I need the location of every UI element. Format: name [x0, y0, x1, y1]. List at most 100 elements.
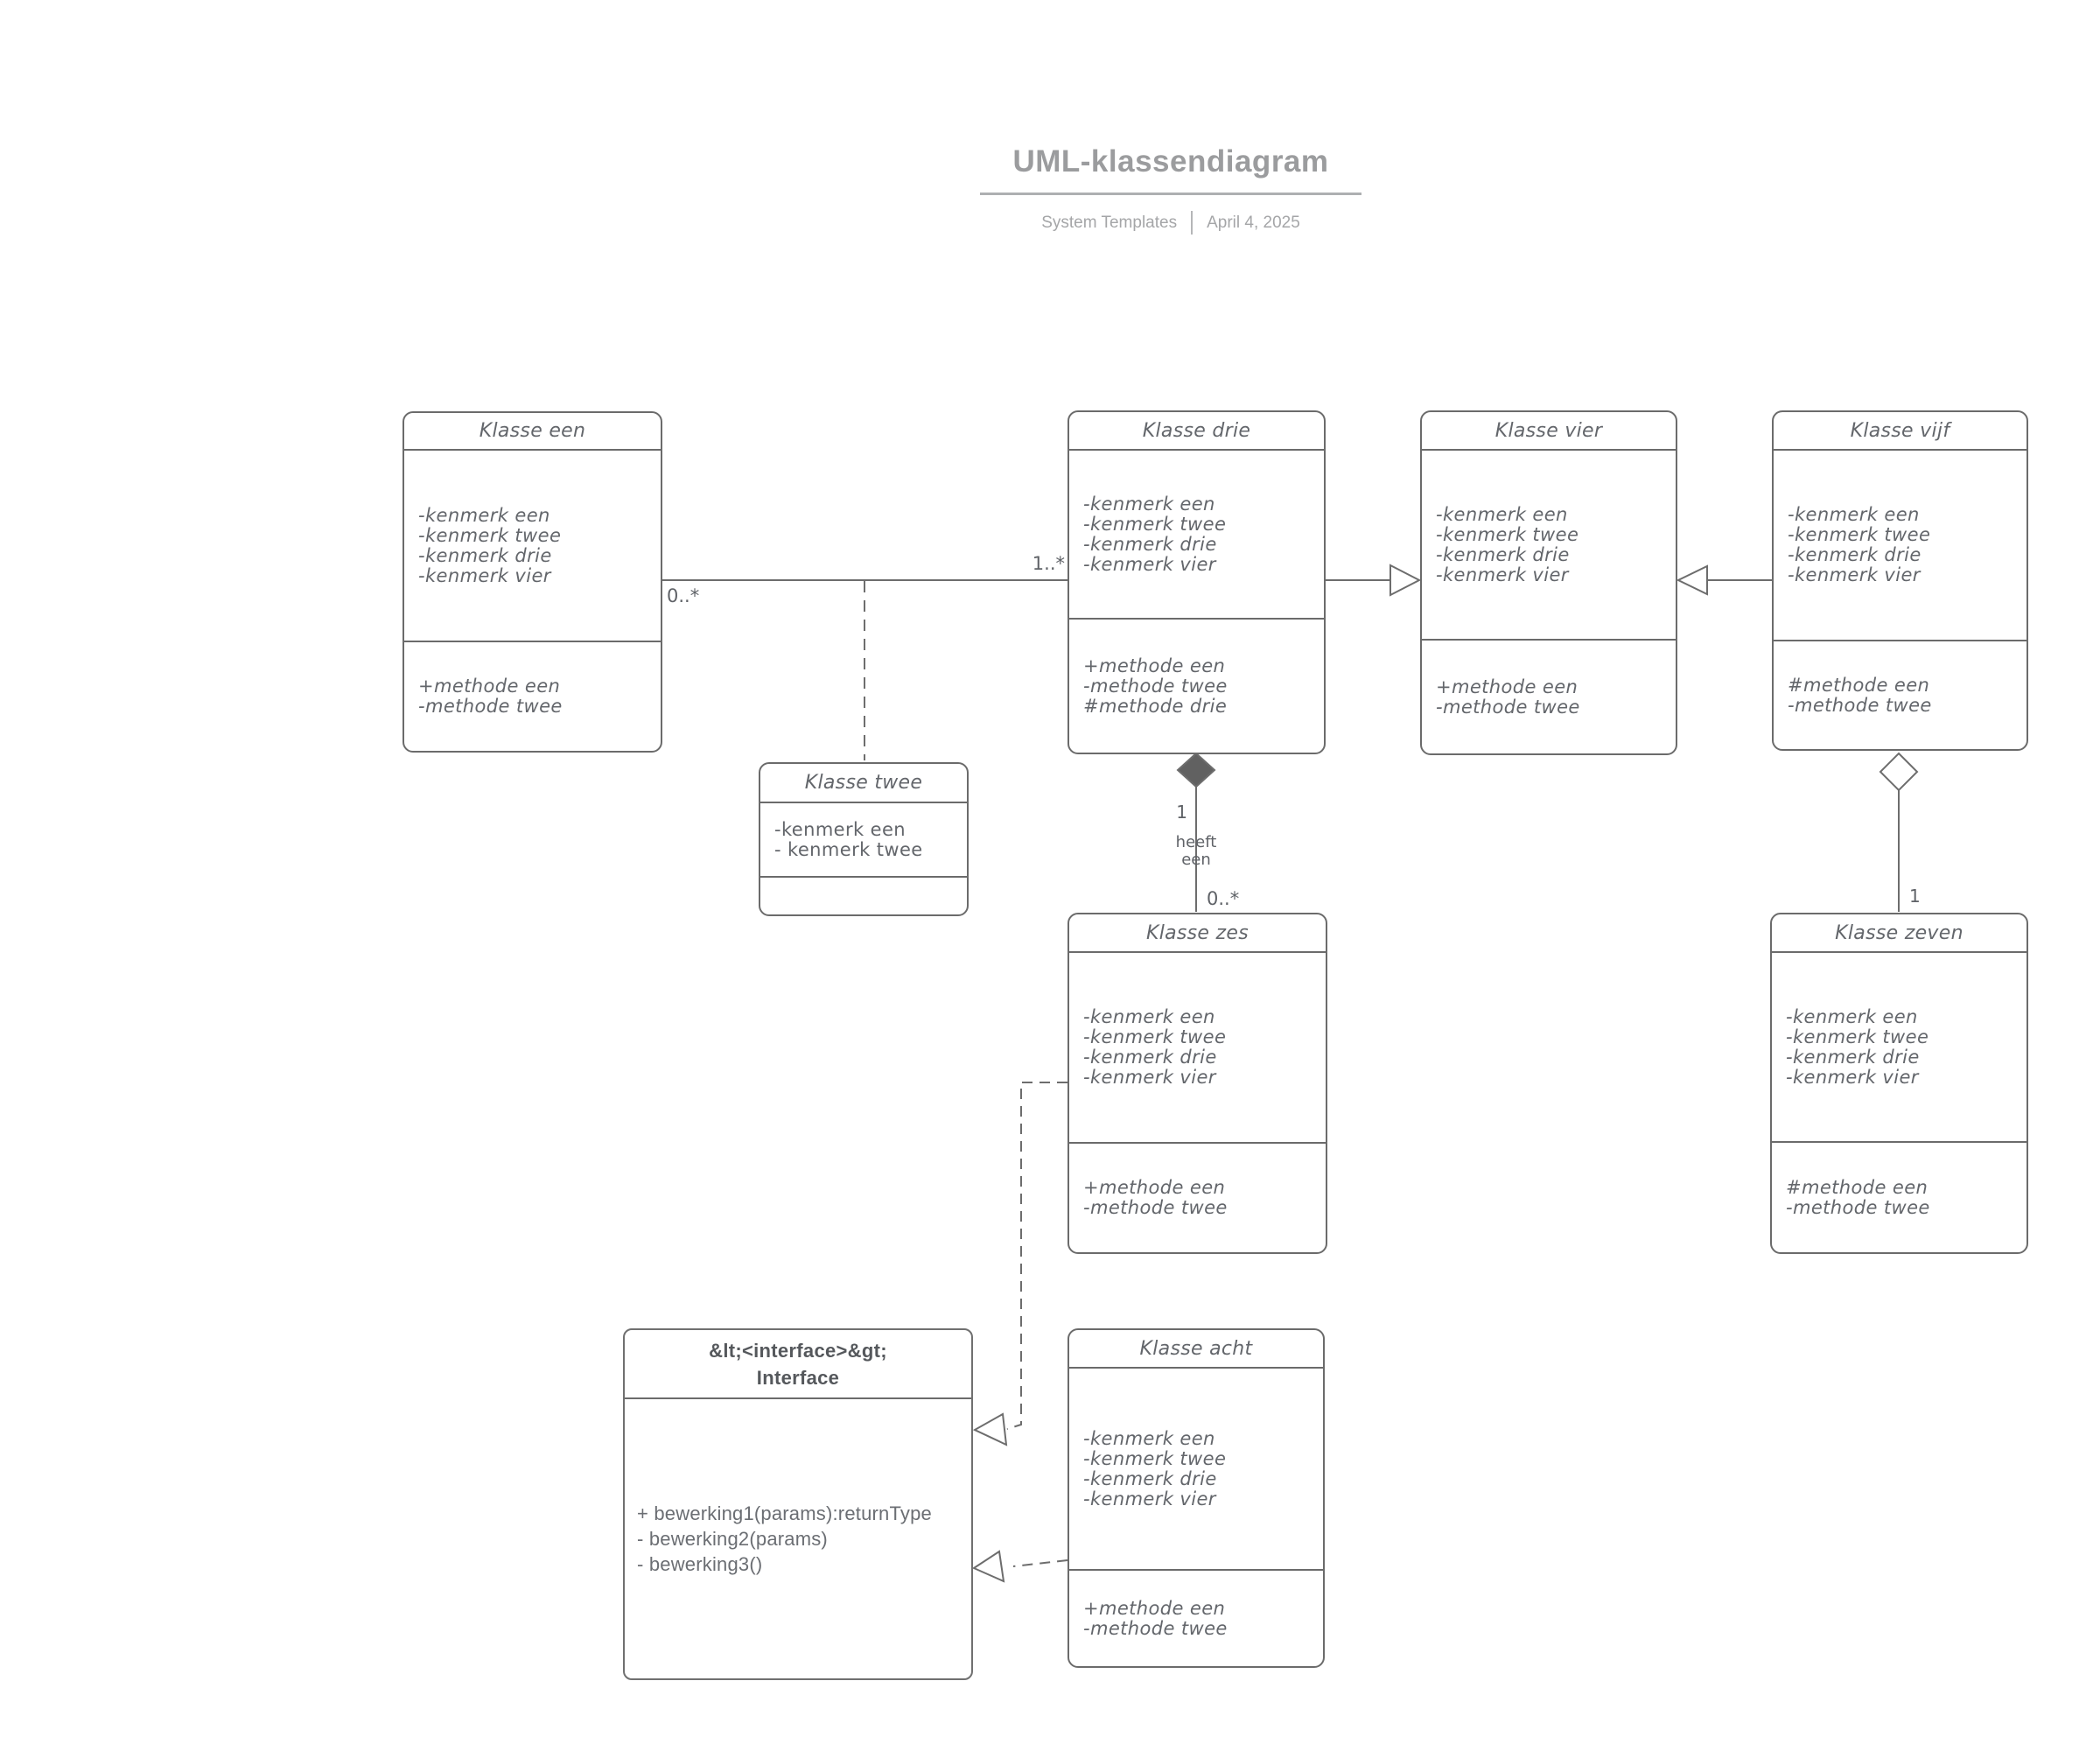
class-title: Klasse drie	[1069, 412, 1324, 451]
attribute: -kenmerk twee	[1786, 1026, 1929, 1047]
attribute: -kenmerk twee	[1083, 1447, 1227, 1469]
attribute: -kenmerk drie	[1786, 1046, 1920, 1068]
method: +methode een	[1083, 655, 1226, 676]
attribute: -kenmerk twee	[1788, 524, 1931, 545]
generalization-drie-vier[interactable]	[1326, 564, 1422, 597]
method: +methode een	[1083, 1177, 1226, 1198]
hollow-triangle-arrowhead	[971, 1550, 1005, 1583]
realization-zes-interface[interactable]	[972, 1082, 1068, 1446]
attribute: -kenmerk een	[1788, 504, 1920, 525]
attributes-compartment: -kenmerk een -kenmerk twee -kenmerk drie…	[1069, 953, 1326, 1144]
attributes-compartment: -kenmerk een - kenmerk twee	[760, 803, 967, 878]
hollow-triangle-arrowhead	[972, 1412, 1008, 1446]
method: -methode twee	[1083, 1197, 1228, 1218]
aggregation-vijf-zeven[interactable]	[1879, 752, 1919, 912]
methods-compartment: +methode een -methode twee	[1422, 641, 1676, 753]
class-box-klasse-twee[interactable]: Klasse twee -kenmerk een - kenmerk twee	[759, 762, 969, 916]
class-title: Klasse zes	[1069, 914, 1326, 953]
class-title: Klasse acht	[1069, 1330, 1323, 1369]
method: -methode twee	[1083, 1617, 1228, 1639]
attribute: -kenmerk vier	[1788, 564, 1921, 585]
method: -methode twee	[1436, 696, 1580, 718]
methods-compartment: +methode een -methode twee	[404, 642, 661, 751]
class-title: Klasse een	[404, 413, 661, 451]
method: -methode twee	[1788, 694, 1932, 716]
attribute: -kenmerk drie	[1083, 1047, 1217, 1068]
hollow-diamond	[1879, 752, 1919, 792]
attribute: -kenmerk vier	[418, 564, 551, 586]
attributes-compartment: -kenmerk een -kenmerk twee -kenmerk drie…	[404, 451, 661, 642]
class-box-klasse-vier[interactable]: Klasse vier -kenmerk een -kenmerk twee -…	[1420, 410, 1677, 755]
attribute: -kenmerk vier	[1436, 564, 1569, 585]
hollow-triangle-arrowhead	[1390, 564, 1422, 597]
method: +methode een	[418, 676, 561, 697]
attribute: -kenmerk een	[774, 818, 906, 840]
attribute: -kenmerk een	[418, 504, 550, 526]
attribute: -kenmerk een	[1083, 493, 1215, 515]
class-box-klasse-een[interactable]: Klasse een -kenmerk een -kenmerk twee -k…	[402, 411, 662, 753]
operation: + bewerking1(params):returnType	[637, 1502, 932, 1524]
multiplicity-label-een-side: 0..*	[667, 585, 700, 606]
diagram-subtitle: System Templates April 4, 2025	[1041, 211, 1300, 235]
class-box-klasse-drie[interactable]: Klasse drie -kenmerk een -kenmerk twee -…	[1068, 410, 1326, 754]
attribute: -kenmerk een	[1436, 503, 1568, 525]
attribute: -kenmerk drie	[1083, 533, 1217, 555]
class-box-klasse-vijf[interactable]: Klasse vijf -kenmerk een -kenmerk twee -…	[1772, 410, 2028, 751]
attribute: -kenmerk twee	[1083, 1026, 1227, 1047]
attribute: -kenmerk vier	[1786, 1066, 1919, 1088]
attributes-compartment: -kenmerk een -kenmerk twee -kenmerk drie…	[1069, 451, 1324, 620]
generalization-vijf-vier[interactable]	[1676, 564, 1772, 596]
attributes-compartment: -kenmerk een -kenmerk twee -kenmerk drie…	[1422, 451, 1676, 641]
attribute: -kenmerk een	[1083, 1006, 1215, 1027]
page-title: UML-klassendiagram	[1012, 144, 1329, 179]
subtitle-source: System Templates	[1041, 213, 1178, 232]
operation: - bewerking2(params)	[637, 1528, 828, 1550]
attribute: -kenmerk drie	[418, 544, 552, 566]
attribute: -kenmerk drie	[1436, 543, 1570, 565]
attribute: -kenmerk een	[1786, 1005, 1918, 1027]
class-title: Klasse vijf	[1774, 412, 2026, 451]
attribute: -kenmerk twee	[418, 524, 562, 546]
interface-stereotype: &lt;<interface>&gt;	[709, 1339, 887, 1362]
class-box-klasse-zeven[interactable]: Klasse zeven -kenmerk een -kenmerk twee …	[1770, 913, 2028, 1254]
multiplicity-label-aggregation-child: 1	[1909, 886, 1921, 907]
title-underline	[980, 193, 1362, 195]
attribute: -kenmerk twee	[1083, 513, 1227, 535]
methods-compartment	[760, 878, 967, 914]
class-box-klasse-zes[interactable]: Klasse zes -kenmerk een -kenmerk twee -k…	[1068, 913, 1327, 1254]
method: -methode twee	[418, 696, 563, 717]
method: -methode twee	[1083, 675, 1228, 697]
attribute: -kenmerk vier	[1083, 1488, 1216, 1509]
class-title: Klasse vier	[1422, 412, 1676, 451]
filled-diamond	[1176, 752, 1216, 788]
hollow-triangle-arrowhead	[1676, 564, 1708, 596]
attribute: -kenmerk een	[1083, 1427, 1215, 1449]
attribute: - kenmerk twee	[774, 838, 923, 860]
realization-acht-interface[interactable]	[971, 1550, 1068, 1583]
interface-header: &lt;<interface>&gt; Interface	[625, 1330, 971, 1399]
operations-compartment: + bewerking1(params):returnType - bewerk…	[625, 1399, 971, 1678]
composition-drie-zes[interactable]	[1176, 752, 1216, 912]
relationship-name-label: heeft een	[1175, 833, 1217, 869]
interface-box[interactable]: &lt;<interface>&gt; Interface + bewerkin…	[623, 1328, 973, 1680]
methods-compartment: #methode een -methode twee	[1772, 1143, 2026, 1252]
attribute: -kenmerk drie	[1788, 544, 1922, 565]
class-title: Klasse zeven	[1772, 914, 2026, 953]
operation: - bewerking3()	[637, 1553, 763, 1575]
methods-compartment: #methode een -methode twee	[1774, 641, 2026, 749]
attribute: -kenmerk drie	[1083, 1467, 1217, 1489]
attributes-compartment: -kenmerk een -kenmerk twee -kenmerk drie…	[1772, 953, 2026, 1143]
multiplicity-label-composition-child: 0..*	[1207, 888, 1240, 909]
attributes-compartment: -kenmerk een -kenmerk twee -kenmerk drie…	[1774, 451, 2026, 641]
subtitle-date: April 4, 2025	[1207, 213, 1300, 232]
attributes-compartment: -kenmerk een -kenmerk twee -kenmerk drie…	[1069, 1369, 1323, 1571]
method: +methode een	[1436, 676, 1578, 697]
method: #methode een	[1786, 1176, 1928, 1198]
multiplicity-label-drie-side: 1..*	[1032, 553, 1065, 574]
methods-compartment: +methode een -methode twee	[1069, 1144, 1326, 1252]
diagram-header: UML-klassendiagram System Templates Apri…	[821, 144, 1521, 235]
methods-compartment: +methode een -methode twee	[1069, 1571, 1323, 1666]
class-box-klasse-acht[interactable]: Klasse acht -kenmerk een -kenmerk twee -…	[1068, 1328, 1325, 1668]
